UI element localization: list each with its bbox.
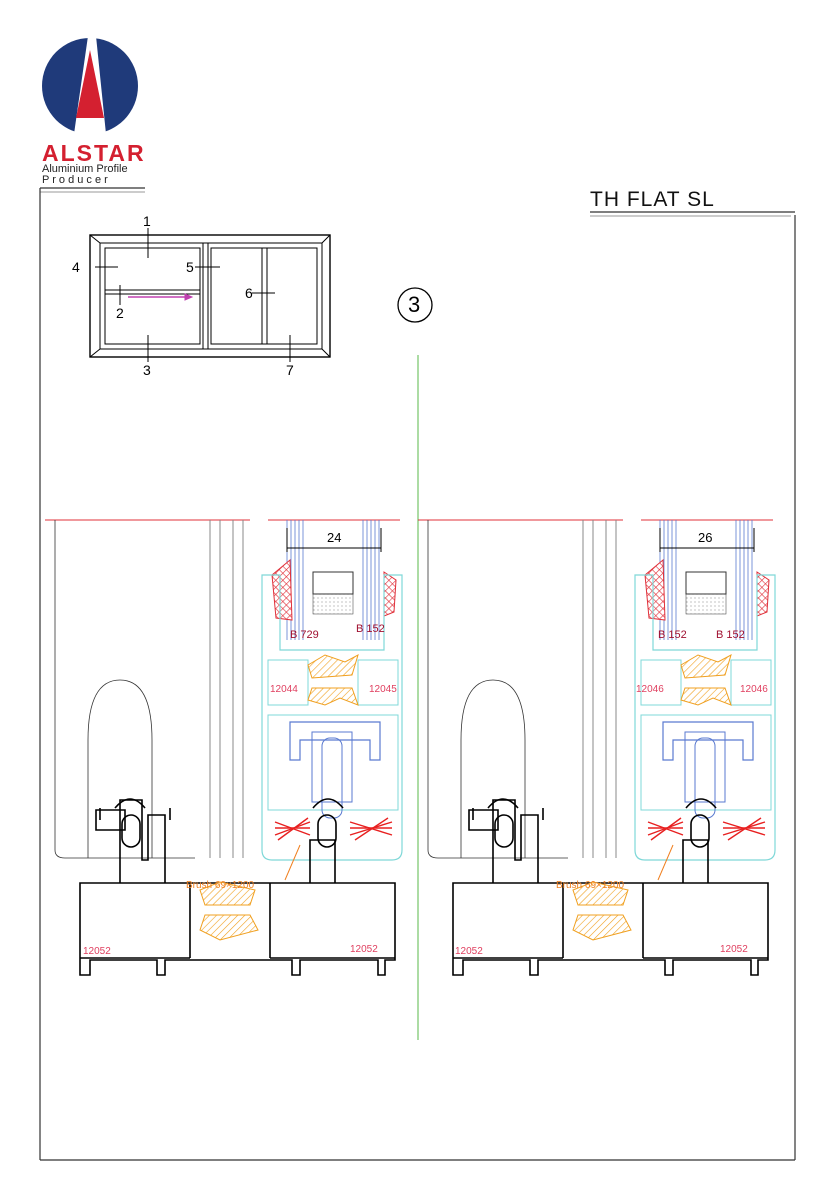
logo-tagline: Aluminium Profile [42, 163, 128, 175]
profile-code: 12052 [350, 944, 378, 955]
profile-code: 12052 [455, 946, 483, 957]
alstar-logo [42, 36, 138, 134]
glass-dimension: 26 [698, 530, 713, 545]
key-label-6: 6 [245, 285, 253, 301]
key-label-2: 2 [116, 305, 124, 321]
profile-code: 12044 [270, 684, 298, 695]
detail-number-circle [397, 287, 433, 323]
logo-tagline-2: P r o d u c e r [42, 174, 108, 186]
key-label-1: 1 [143, 213, 151, 229]
profile-code: 12046 [636, 684, 664, 695]
brush-label: Brush 69×1200 [556, 880, 625, 891]
section-detail-right [417, 519, 776, 976]
profile-code: 12045 [369, 684, 397, 695]
logo-brand: ALSTAR [42, 140, 146, 166]
section-detail-left [44, 519, 403, 976]
detail-number: 3 [408, 292, 421, 317]
gasket-label: B 152 [356, 623, 385, 635]
key-label-5: 5 [186, 259, 194, 275]
key-label-7: 7 [286, 362, 294, 378]
key-plan [89, 228, 331, 362]
gasket-label: B 152 [716, 629, 745, 641]
profile-code: 12046 [740, 684, 768, 695]
gasket-label: B 729 [290, 629, 319, 641]
brush-label: Brush 69×1200 [186, 880, 255, 891]
key-label-3: 3 [143, 362, 151, 378]
profile-code: 12052 [720, 944, 748, 955]
glass-dimension: 24 [327, 530, 342, 545]
profile-code: 12052 [83, 946, 111, 957]
key-label-4: 4 [72, 259, 80, 275]
gasket-label: B 152 [658, 629, 687, 641]
drawing-title: TH FLAT SL [590, 188, 715, 211]
